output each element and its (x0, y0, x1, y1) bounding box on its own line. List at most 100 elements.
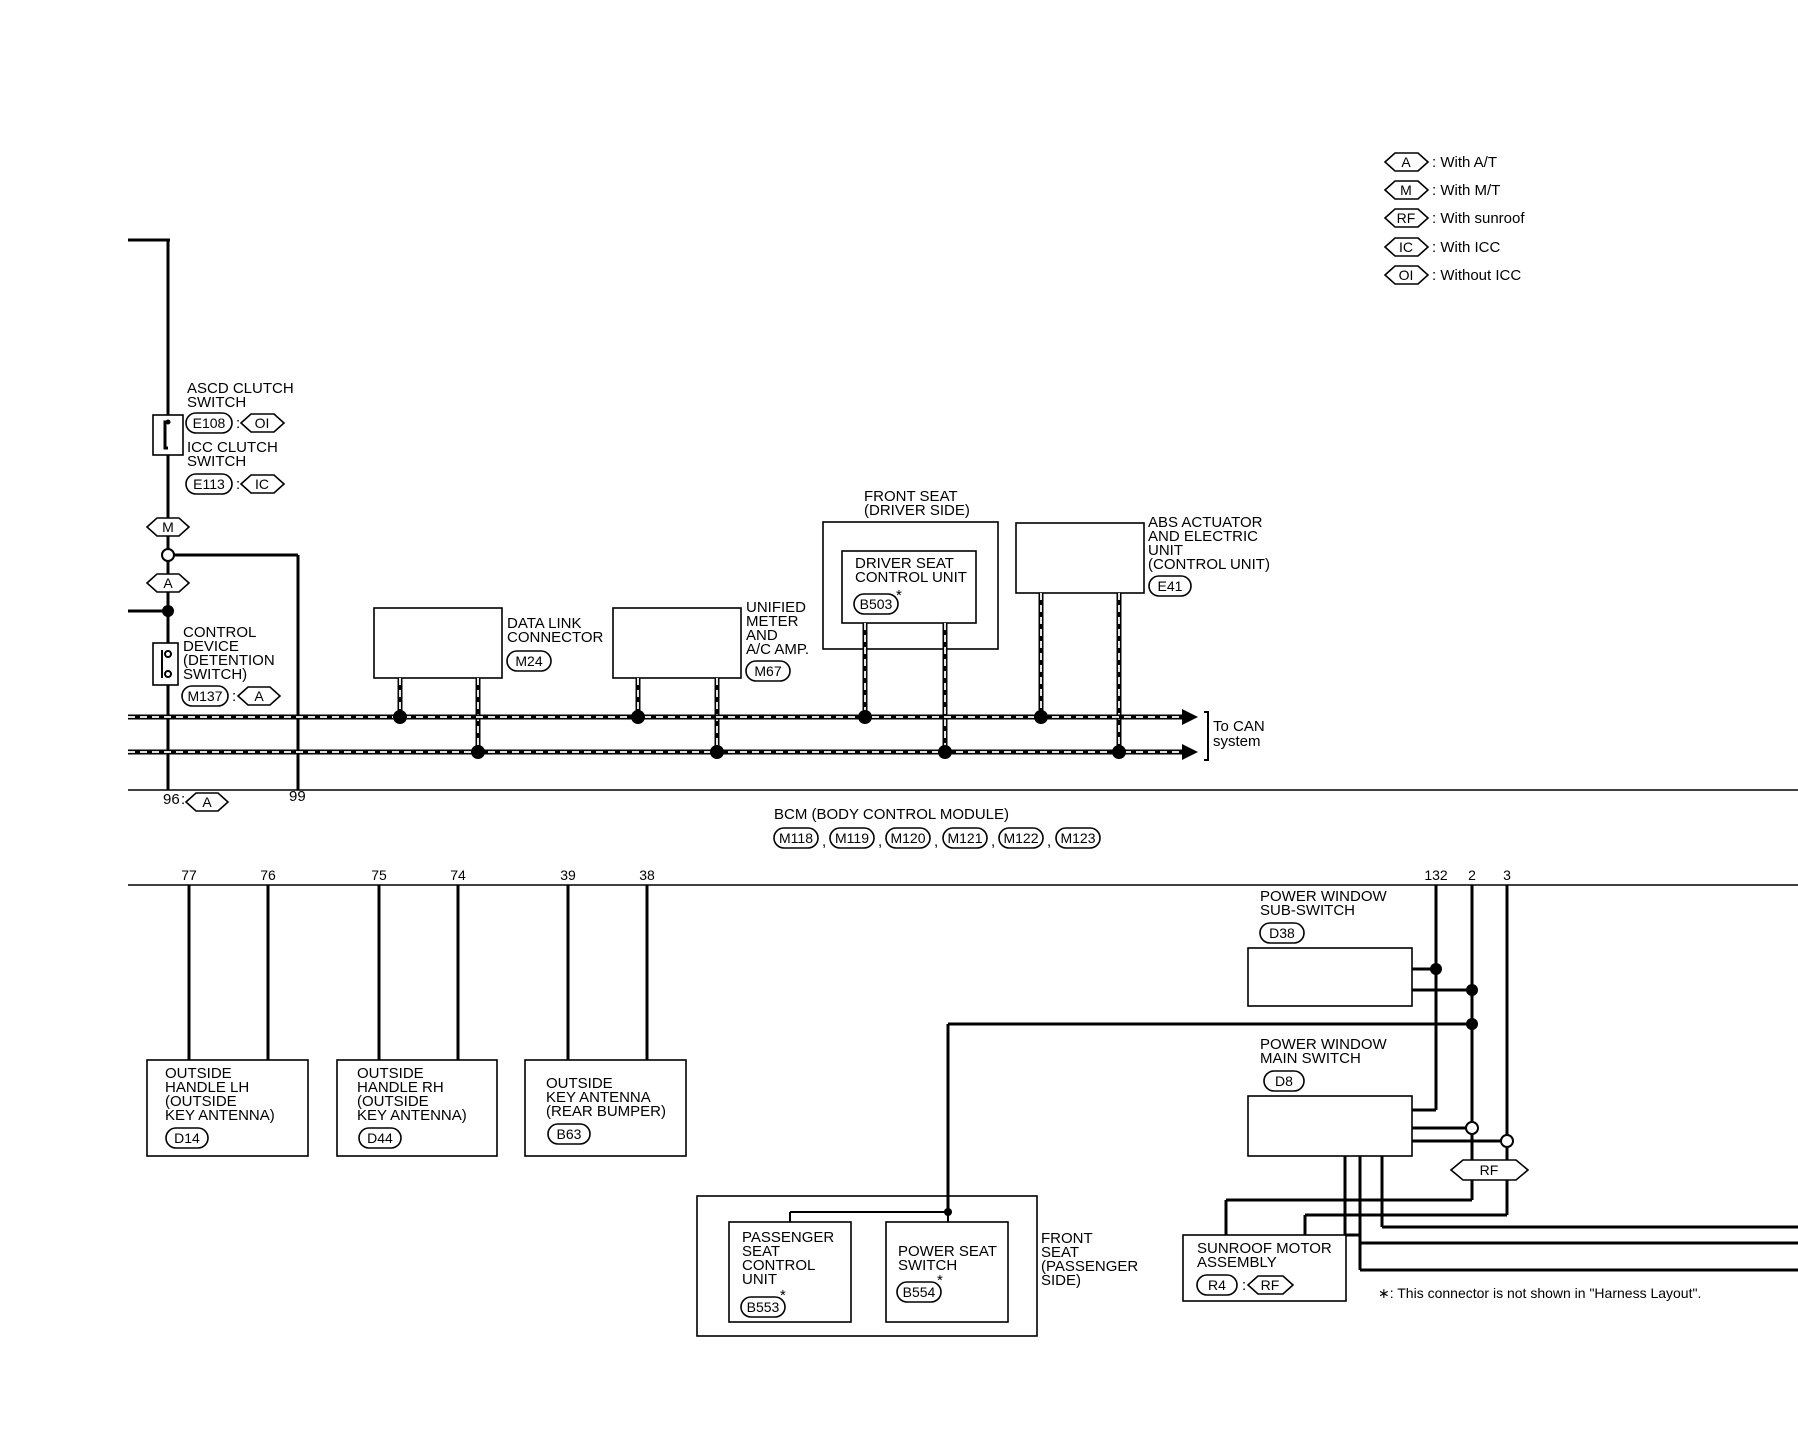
legend-text: : With M/T (1432, 182, 1500, 199)
control-device-label: SWITCH) (183, 666, 247, 683)
pin-label: 38 (639, 867, 655, 883)
can-label: To CAN (1213, 718, 1265, 735)
icc-condition: IC (255, 476, 269, 492)
pin-label: 132 (1424, 867, 1448, 883)
legend-code: IC (1399, 239, 1413, 255)
handle-rh-label: KEY ANTENNA) (357, 1107, 467, 1124)
abs-label: ABS ACTUATOR (1148, 514, 1263, 531)
dlc-label: DATA LINK (507, 615, 581, 632)
legend-item: OI : Without ICC (1383, 265, 1521, 285)
handle-lh-connector: D14 (174, 1130, 200, 1146)
handle-lh-label: KEY ANTENNA) (165, 1107, 275, 1124)
pw-sub-connector: D38 (1269, 925, 1295, 941)
pin-96: 96 (163, 791, 180, 808)
separator: , (934, 833, 938, 850)
footnote: ∗: This connector is not shown in "Harne… (1378, 1285, 1701, 1301)
abs-connector: E41 (1158, 578, 1183, 594)
colon: : (236, 415, 240, 432)
unified-meter: UNIFIED METER AND A/C AMP. M67 (612, 599, 809, 752)
pin-99: 99 (289, 788, 306, 805)
legend-item: IC : With ICC (1383, 237, 1501, 257)
front-seat-driver-label: FRONT SEAT (864, 488, 958, 505)
separator: , (991, 833, 995, 850)
separator: , (1047, 833, 1051, 850)
bcm-connector: M123 (1060, 830, 1095, 846)
meter-label: AND (746, 627, 778, 644)
bcm: 96 : A 99 BCM (BODY CONTROL MODULE) M118… (128, 788, 1798, 886)
driver-seat-connector: B503 (860, 596, 893, 612)
rear-antenna-connector: B63 (557, 1126, 582, 1142)
ascd-label: SWITCH (187, 394, 246, 411)
separator: , (878, 833, 882, 850)
pin-label: 75 (371, 867, 387, 883)
star-mark: * (896, 587, 902, 604)
can-bus: To CAN system (128, 709, 1265, 761)
pw-sub-label: POWER WINDOW (1260, 888, 1387, 905)
driver-seat-unit-label: DRIVER SEAT (855, 555, 954, 572)
dlc-label: CONNECTOR (507, 629, 604, 646)
legend-code: OI (1399, 267, 1414, 283)
ascd-connector: E108 (193, 415, 226, 431)
legend-item: RF : With sunroof (1383, 208, 1525, 228)
sunroof-label: ASSEMBLY (1197, 1254, 1277, 1271)
ascd-clutch-switch: ASCD CLUTCH SWITCH E108 : OI ICC CLUTCH … (152, 380, 294, 495)
bcm-connector: M120 (890, 830, 925, 846)
ascd-condition: OI (255, 415, 270, 431)
legend: A : With A/T M : With M/T RF : With sunr… (1383, 152, 1525, 285)
front-seat-pass-label: SIDE) (1041, 1272, 1081, 1289)
passenger-unit-label: CONTROL (742, 1257, 815, 1274)
legend-code: RF (1397, 210, 1416, 226)
marker-a: A (163, 575, 173, 591)
icc-label: SWITCH (187, 453, 246, 470)
colon: : (236, 476, 240, 493)
handle-rh-connector: D44 (367, 1130, 393, 1146)
pw-sub-label: SUB-SWITCH (1260, 902, 1355, 919)
handle-rh-label: HANDLE RH (357, 1079, 444, 1096)
meter-label: METER (746, 613, 799, 630)
pin-96-condition: A (202, 794, 212, 810)
power-window-wiring: RF (948, 885, 1798, 1272)
pin-label: 39 (560, 867, 576, 883)
pin-label: 3 (1503, 867, 1511, 883)
passenger-unit-label: UNIT (742, 1271, 777, 1288)
legend-code: A (1401, 154, 1411, 170)
passenger-connector: B553 (747, 1299, 780, 1315)
handle-rh-label: (OUTSIDE (357, 1093, 429, 1110)
bcm-connector: M121 (947, 830, 982, 846)
power-window-main-switch: POWER WINDOW MAIN SWITCH D8 (1247, 1036, 1413, 1157)
control-device-label: DEVICE (183, 638, 239, 655)
front-seat-pass-label: (PASSENGER (1041, 1258, 1138, 1275)
power-seat-label: SWITCH (898, 1257, 957, 1274)
control-device-label: CONTROL (183, 624, 256, 641)
bcm-connector: M119 (835, 830, 869, 846)
star-mark: * (937, 1272, 943, 1289)
front-seat-pass-label: FRONT (1041, 1230, 1093, 1247)
variant-markers: M A (145, 517, 191, 593)
pin-label: 2 (1468, 867, 1476, 883)
icc-label: ICC CLUTCH (187, 439, 278, 456)
handle-lh-label: OUTSIDE (165, 1065, 232, 1082)
ascd-label: ASCD CLUTCH (187, 380, 294, 397)
power-seat-label: POWER SEAT (898, 1243, 997, 1260)
pw-main-label: MAIN SWITCH (1260, 1050, 1361, 1067)
front-seat-driver: FRONT SEAT (DRIVER SIDE) DRIVER SEAT CON… (822, 488, 999, 752)
pin-label: 76 (260, 867, 276, 883)
control-device-connector: M137 (187, 688, 222, 704)
pw-main-connector: D8 (1275, 1073, 1293, 1089)
pin-label: 77 (181, 867, 197, 883)
outside-handle-lh: OUTSIDE HANDLE LH (OUTSIDE KEY ANTENNA) … (146, 1059, 309, 1157)
star-mark: * (780, 1287, 786, 1304)
passenger-unit-label: SEAT (742, 1243, 780, 1260)
icc-connector: E113 (193, 476, 225, 492)
bcm-title: BCM (BODY CONTROL MODULE) (774, 806, 1009, 823)
colon: : (1242, 1277, 1246, 1294)
handle-lh-label: HANDLE LH (165, 1079, 249, 1096)
marker-m: M (162, 519, 174, 535)
meter-connector: M67 (754, 663, 781, 679)
handle-lh-label: (OUTSIDE (165, 1093, 237, 1110)
sunroof-condition: RF (1261, 1277, 1280, 1293)
front-seat-driver-label: (DRIVER SIDE) (864, 502, 970, 519)
abs-label: (CONTROL UNIT) (1148, 556, 1270, 573)
legend-item: M : With M/T (1383, 180, 1500, 200)
meter-label: UNIFIED (746, 599, 806, 616)
